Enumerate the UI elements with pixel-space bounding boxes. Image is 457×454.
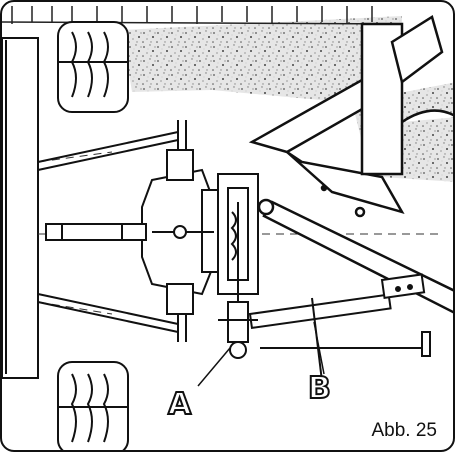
gravel-ground-top bbox=[122, 16, 402, 102]
rear-axle-housing bbox=[141, 149, 221, 315]
lock-pin bbox=[218, 301, 258, 359]
leader-lines bbox=[197, 321, 325, 387]
adjustable-drawbar bbox=[248, 273, 431, 399]
hitch-bracket bbox=[217, 173, 259, 302]
callout-label-b: B bbox=[307, 371, 332, 406]
tire-bottom bbox=[57, 361, 129, 450]
tractor-frame bbox=[2, 37, 39, 379]
tire-top bbox=[57, 21, 129, 113]
figure-caption: Abb. 25 bbox=[371, 420, 438, 441]
pto-shaft bbox=[45, 223, 147, 241]
callout-label-a: A bbox=[167, 387, 192, 422]
